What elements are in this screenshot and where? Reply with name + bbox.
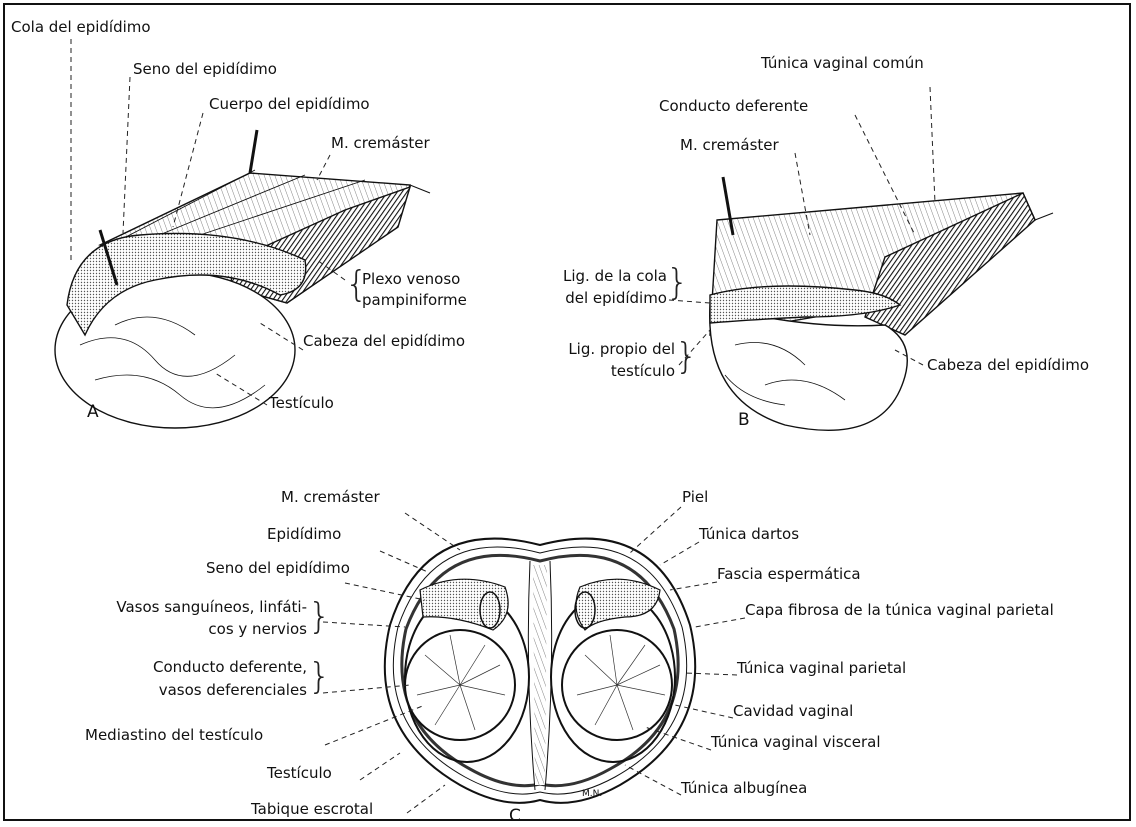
label-cabeza-epididimo-a: Cabeza del epidídimo bbox=[303, 333, 465, 350]
drawing-c bbox=[385, 539, 695, 803]
label-tunica-vaginal-parietal: Túnica vaginal parietal bbox=[737, 660, 906, 677]
label-piel: Piel bbox=[682, 489, 708, 506]
brace-lig-cola: } bbox=[666, 265, 689, 301]
label-plexo-2-a: pampiniforme bbox=[362, 292, 467, 309]
label-cremaster-c: M. cremáster bbox=[281, 489, 380, 506]
label-seno-epididimo-a: Seno del epidídimo bbox=[133, 61, 277, 78]
label-vasos-2: cos y nervios bbox=[45, 621, 307, 638]
label-cremaster-b: M. cremáster bbox=[680, 137, 779, 154]
label-cuerpo-epididimo-a: Cuerpo del epidídimo bbox=[209, 96, 370, 113]
figure-letter-a: A bbox=[87, 403, 99, 423]
brace-conducto: } bbox=[308, 659, 331, 695]
label-cavidad-vaginal: Cavidad vaginal bbox=[733, 703, 853, 720]
figure-frame: Cola del epidídimo Seno del epidídimo Cu… bbox=[3, 3, 1131, 821]
label-tunica-vaginal-comun: Túnica vaginal común bbox=[761, 55, 924, 72]
label-fascia-espermatica: Fascia espermática bbox=[717, 566, 861, 583]
label-conducto-1: Conducto deferente, bbox=[45, 659, 307, 676]
label-tunica-vaginal-visceral: Túnica vaginal visceral bbox=[711, 734, 881, 751]
brace-lig-propio: } bbox=[675, 339, 698, 375]
label-epididimo-c: Epidídimo bbox=[267, 526, 341, 543]
figure-letter-b: B bbox=[738, 411, 750, 431]
label-testiculo-a: Testículo bbox=[269, 395, 334, 412]
label-capa-fibrosa: Capa fibrosa de la túnica vaginal pariet… bbox=[745, 602, 1054, 619]
label-conducto-2: vasos deferenciales bbox=[45, 682, 307, 699]
label-tabique-escrotal: Tabique escrotal bbox=[251, 801, 373, 818]
label-cola-epididimo-a: Cola del epidídimo bbox=[11, 19, 151, 36]
label-lig-propio-1: Lig. propio del bbox=[525, 341, 675, 358]
label-cremaster-a: M. cremáster bbox=[331, 135, 430, 152]
label-cabeza-epididimo-b: Cabeza del epidídimo bbox=[927, 357, 1089, 374]
label-lig-cola-2: del epidídimo bbox=[525, 290, 667, 307]
brace-vasos: } bbox=[308, 599, 331, 635]
label-lig-propio-2: testículo bbox=[525, 363, 675, 380]
label-seno-epididimo-c: Seno del epidídimo bbox=[206, 560, 350, 577]
label-tunica-dartos: Túnica dartos bbox=[699, 526, 799, 543]
label-vasos-1: Vasos sanguíneos, linfáti- bbox=[45, 599, 307, 616]
label-tunica-albuginea: Túnica albugínea bbox=[681, 780, 807, 797]
drawing-b bbox=[710, 177, 1053, 430]
figure-letter-c: C bbox=[509, 807, 521, 827]
label-lig-cola-1: Lig. de la cola bbox=[525, 268, 667, 285]
label-conducto-deferente-b: Conducto deferente bbox=[659, 98, 808, 115]
label-mediastino: Mediastino del testículo bbox=[85, 727, 263, 744]
label-testiculo-c: Testículo bbox=[267, 765, 332, 782]
illustrator-signature: M.N. bbox=[582, 789, 602, 799]
anatomy-illustration bbox=[5, 5, 1133, 823]
label-plexo-1-a: Plexo venoso bbox=[362, 271, 460, 288]
